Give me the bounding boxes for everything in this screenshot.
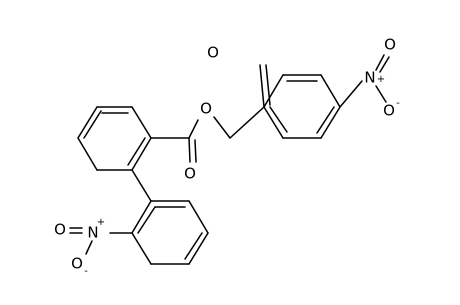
ester-carbonyl-oxygen-label: O <box>184 165 196 183</box>
nitro-left-minus-charge: - <box>84 266 88 277</box>
nitro-left-oxygen-bottom-label: O <box>71 255 83 273</box>
ester-oxygen-label: O <box>200 100 212 118</box>
bond-lines <box>69 54 390 265</box>
nitro-right-oxygen-top-label: O <box>384 36 396 54</box>
nitro-left-plus-charge: + <box>97 217 105 228</box>
nitro-right-minus-charge: - <box>396 98 400 109</box>
atom-labels: O O O N + O O - N + O O - <box>54 36 400 278</box>
nitro-right-oxygen-bottom-label: O <box>383 102 395 120</box>
nitro-right-nitrogen-label: N <box>364 69 375 87</box>
nitro-left-oxygen-left-label: O <box>54 221 66 239</box>
nitro-left-nitrogen-label: N <box>87 224 98 242</box>
nitro-right-plus-charge: + <box>377 74 385 85</box>
carbonyl-oxygen-label: O <box>207 44 219 62</box>
